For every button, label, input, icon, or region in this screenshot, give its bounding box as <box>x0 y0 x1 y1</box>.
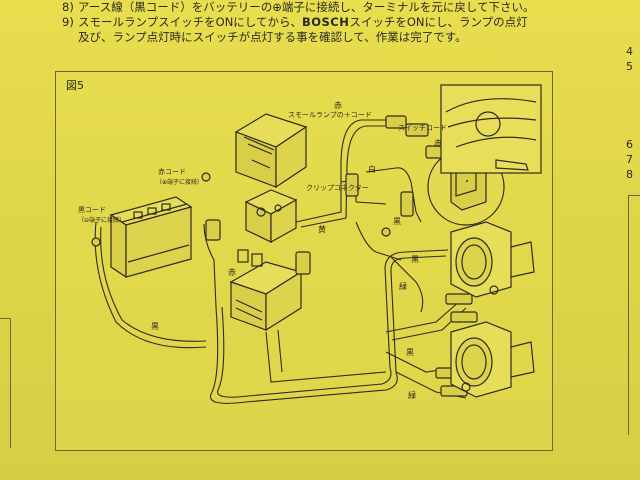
fog-lamp-upper <box>450 221 535 298</box>
label-switch-cord: スイッチコード <box>398 124 447 132</box>
fuse-box-illustration <box>229 249 303 332</box>
label-black-lamp1: 黒 <box>411 255 419 264</box>
label-red-cord-sub: （⊕端子に接続） <box>156 178 203 186</box>
wire-connectors <box>91 115 478 397</box>
dashboard-inset <box>440 84 542 174</box>
bosch-brand: BOSCH <box>301 15 350 29</box>
right-margin-rule <box>628 195 640 196</box>
instruction-step-9: 9)スモールランプスイッチをONにしてから、BOSCHスイッチをONにし、ランプ… <box>62 15 528 29</box>
label-clip-connector: クリップコネクター <box>306 183 369 192</box>
label-red-cord: 赤コード <box>158 168 186 176</box>
fog-lamp-lower <box>450 321 535 398</box>
label-black-right: 黒 <box>393 217 401 226</box>
label-red-right: 赤 <box>434 139 442 148</box>
label-white: 白 <box>368 164 376 174</box>
label-red-top: 赤 <box>334 101 342 110</box>
relay-illustration <box>234 113 308 244</box>
label-black-cord-sub: （⊖端子に接続） <box>78 216 125 224</box>
left-margin-rule <box>10 318 11 448</box>
left-margin-rule <box>0 318 10 319</box>
instruction-step-9-cont: 及び、ランプ点灯時にスイッチが点灯する事を確認して、作業は完了です。 <box>78 30 467 44</box>
label-small-lamp-cord: スモールランプの＋コード <box>288 111 372 119</box>
figure-label: 図5 <box>66 79 84 92</box>
wiring-diagram: スモールランプの＋コード 赤 スイッチコード 赤 白 クリップコネクター 黄 黒… <box>78 84 542 404</box>
wiring-figure: 図5 <box>55 71 553 451</box>
label-black-bottom: 黒 <box>151 322 159 331</box>
instruction-step-8: 8)アース線（黒コード）をバッテリーの⊕端子に接続し、ターミナルを元に戻して下さ… <box>62 0 535 14</box>
instruction-text: 8)アース線（黒コード）をバッテリーの⊕端子に接続し、ターミナルを元に戻して下さ… <box>62 0 535 45</box>
label-yellow: 黄 <box>318 224 326 234</box>
right-margin-numbers: 4 5 6 7 8 <box>626 45 633 181</box>
label-black-lamp2: 黒 <box>406 348 414 357</box>
right-margin-rule <box>628 195 629 435</box>
battery-illustration <box>109 196 193 279</box>
label-red-mid: 赤 <box>228 268 236 277</box>
label-green-lamp2: 緑 <box>408 390 416 400</box>
label-green-lamp1: 緑 <box>399 281 407 291</box>
label-black-cord: 黒コード <box>78 206 106 214</box>
